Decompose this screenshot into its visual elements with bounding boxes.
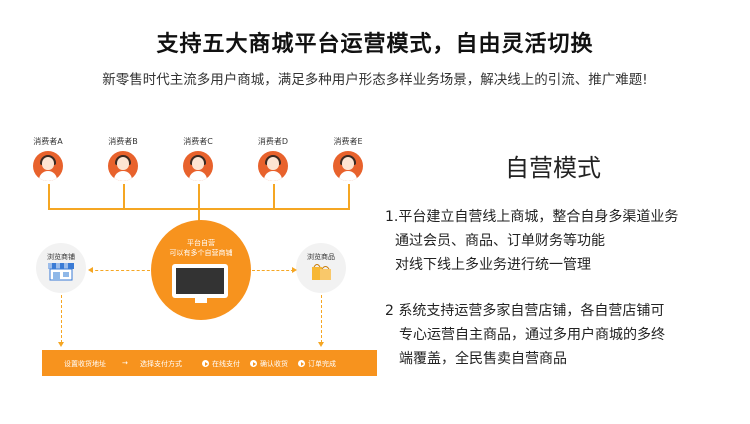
consumer-a: 消费者A	[18, 136, 78, 181]
consumer-avatar-icon	[258, 151, 288, 181]
point2-line2: 专心运营自主商品，通过多用户商城的多终	[399, 327, 665, 343]
purchase-flow-bar: 设置收货地址 → 选择支付方式 在线支付 确认收货 订单完成	[42, 350, 377, 376]
arrow-right-icon	[292, 267, 297, 273]
consumer-avatar-icon	[108, 151, 138, 181]
browse-goods-label: 浏览商品	[307, 253, 335, 261]
consumer-c: 消费者C	[168, 136, 228, 181]
connector-bus	[48, 208, 350, 210]
page-title: 支持五大商城平台运营模式，自由灵活切换	[156, 32, 594, 57]
connector-line	[198, 184, 200, 224]
monitor-icon	[172, 264, 228, 298]
connector-line	[48, 184, 50, 210]
consumer-avatar-icon	[183, 151, 213, 181]
flow-arrow: →	[122, 359, 128, 367]
platform-title: 平台自营	[187, 239, 215, 247]
connector-line	[348, 184, 350, 210]
page-subtitle: 新零售时代主流多用户商城，满足多种用户形态多样业务场景，解决线上的引流、推广难题…	[102, 72, 648, 88]
connector-line	[123, 184, 125, 210]
play-icon	[202, 360, 209, 367]
monitor-stand	[195, 298, 207, 303]
point1-line1: 1.平台建立自营线上商城，整合自身多渠道业务	[385, 209, 679, 225]
flow-step-confirm: 确认收货	[250, 359, 288, 369]
play-icon	[298, 360, 305, 367]
arrow-down-icon	[318, 342, 324, 347]
platform-self-operated-node: 平台自营 可以有多个自营商铺	[151, 220, 251, 320]
browse-store-node: 浏览商铺	[36, 243, 86, 293]
dashed-connector	[321, 295, 322, 343]
flow-step-complete-label: 订单完成	[308, 360, 336, 368]
play-icon	[250, 360, 257, 367]
consumer-avatar-icon	[33, 151, 63, 181]
dashed-connector	[252, 270, 294, 271]
browse-store-label: 浏览商铺	[47, 253, 75, 261]
point1-line3: 对线下线上多业务进行统一管理	[395, 257, 591, 273]
point2-line3: 端覆盖，全民售卖自营商品	[399, 351, 567, 367]
consumer-label: 消费者B	[108, 137, 138, 146]
consumer-b: 消费者B	[93, 136, 153, 181]
flow-step-complete: 订单完成	[298, 359, 336, 369]
mode-title: 自营模式	[505, 154, 601, 182]
consumer-label: 消费者D	[257, 137, 289, 146]
platform-subtitle: 可以有多个自营商铺	[169, 249, 233, 257]
consumer-label: 消费者E	[333, 137, 363, 146]
consumer-e: 消费者E	[318, 136, 378, 181]
dashed-connector	[90, 270, 150, 271]
point2-line1: 2 系统支持运营多家自营店铺，各自营店铺可	[385, 303, 665, 319]
store-icon	[48, 263, 74, 281]
consumer-avatar-icon	[333, 151, 363, 181]
flow-step-online-pay: 在线支付	[202, 359, 240, 369]
arrow-left-icon	[88, 267, 93, 273]
consumer-label: 消费者C	[183, 137, 213, 146]
shopping-bag-icon	[312, 264, 331, 280]
connector-line	[273, 184, 275, 210]
point1-line2: 通过会员、商品、订单财务等功能	[395, 233, 605, 249]
consumer-d: 消费者D	[243, 136, 303, 181]
flow-step-address: 设置收货地址	[64, 360, 106, 368]
dashed-connector	[61, 295, 62, 343]
flow-step-online-pay-label: 在线支付	[212, 360, 240, 368]
flow-step-confirm-label: 确认收货	[260, 360, 288, 368]
consumer-label: 消费者A	[33, 137, 63, 146]
browse-goods-node: 浏览商品	[296, 243, 346, 293]
arrow-down-icon	[58, 342, 64, 347]
flow-step-payment-method: 选择支付方式	[140, 360, 182, 368]
